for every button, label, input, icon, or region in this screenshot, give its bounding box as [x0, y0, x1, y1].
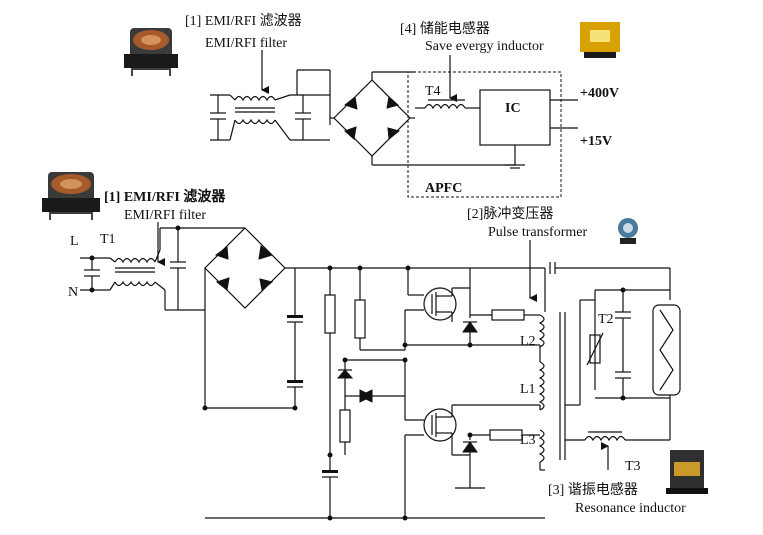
fluorescent-lamp [652, 304, 681, 440]
main-filter-component-photo [42, 172, 100, 220]
resonance-inductor-component-photo [666, 450, 708, 494]
apfc-label: APFC [425, 181, 462, 196]
t2-label: T2 [598, 312, 614, 327]
output-15v-label: +15V [580, 134, 612, 149]
top-bridge-rectifier [330, 71, 415, 165]
lower-gate-resistor [470, 429, 540, 441]
line-terminal-n: N [68, 285, 78, 300]
winding-l3-label: L3 [520, 433, 536, 448]
top-filter-component-photo [124, 28, 178, 76]
t1-label: T1 [100, 232, 116, 247]
t4-label: T4 [425, 84, 441, 99]
upper-mosfet [404, 268, 471, 350]
t4-inductor [415, 99, 480, 110]
winding-l1-label: L1 [520, 382, 536, 397]
lower-gate-diode [451, 432, 485, 489]
resonant-tank [565, 287, 670, 406]
apfc-ground [372, 145, 525, 169]
apfc-box [407, 71, 562, 198]
save-inductor-label-en: Save evergy inductor [425, 39, 544, 54]
bias-resistors [324, 268, 405, 455]
resonance-inductor-label-en: Resonance inductor [575, 501, 686, 516]
ic-label: IC [505, 101, 521, 116]
upper-gate-resistor [470, 309, 540, 321]
save-inductor-label-cn: [4] 储能电感器 [400, 20, 490, 37]
t3-label: T3 [625, 459, 641, 474]
trigger-diodes [336, 357, 405, 455]
save-inductor-component-photo [580, 22, 620, 58]
bus-electrolytic-capacitors [202, 268, 303, 411]
top-filter-label-en: EMI/RFI filter [205, 36, 287, 51]
ic-block [479, 89, 551, 146]
resonance-inductor-label-cn: [3] 谐振电感器 [548, 481, 638, 498]
main-bridge-rectifier [204, 227, 330, 408]
lower-mosfet [402, 357, 540, 518]
winding-l2-label: L2 [520, 334, 536, 349]
startup-capacitor [322, 452, 338, 518]
output-400v-label: +400V [580, 86, 619, 101]
main-filter-label-cn: [1] EMI/RFI 滤波器 [104, 188, 226, 205]
upper-gate-diode [402, 321, 540, 348]
main-filter-label-en: EMI/RFI filter [124, 208, 206, 223]
line-terminal-l: L [70, 234, 79, 249]
top-filter-label-cn: [1] EMI/RFI 滤波器 [185, 13, 302, 29]
top-emi-filter [210, 69, 331, 141]
main-emi-filter [80, 225, 245, 311]
pulse-transformer-label-cn: [2]脉冲变压器 [467, 206, 553, 222]
pulse-transformer-component-photo [618, 218, 638, 244]
t3-resonance-inductor [565, 431, 670, 470]
pulse-transformer-label-en: Pulse transformer [488, 225, 587, 240]
pulse-transformer-windings [538, 268, 566, 471]
